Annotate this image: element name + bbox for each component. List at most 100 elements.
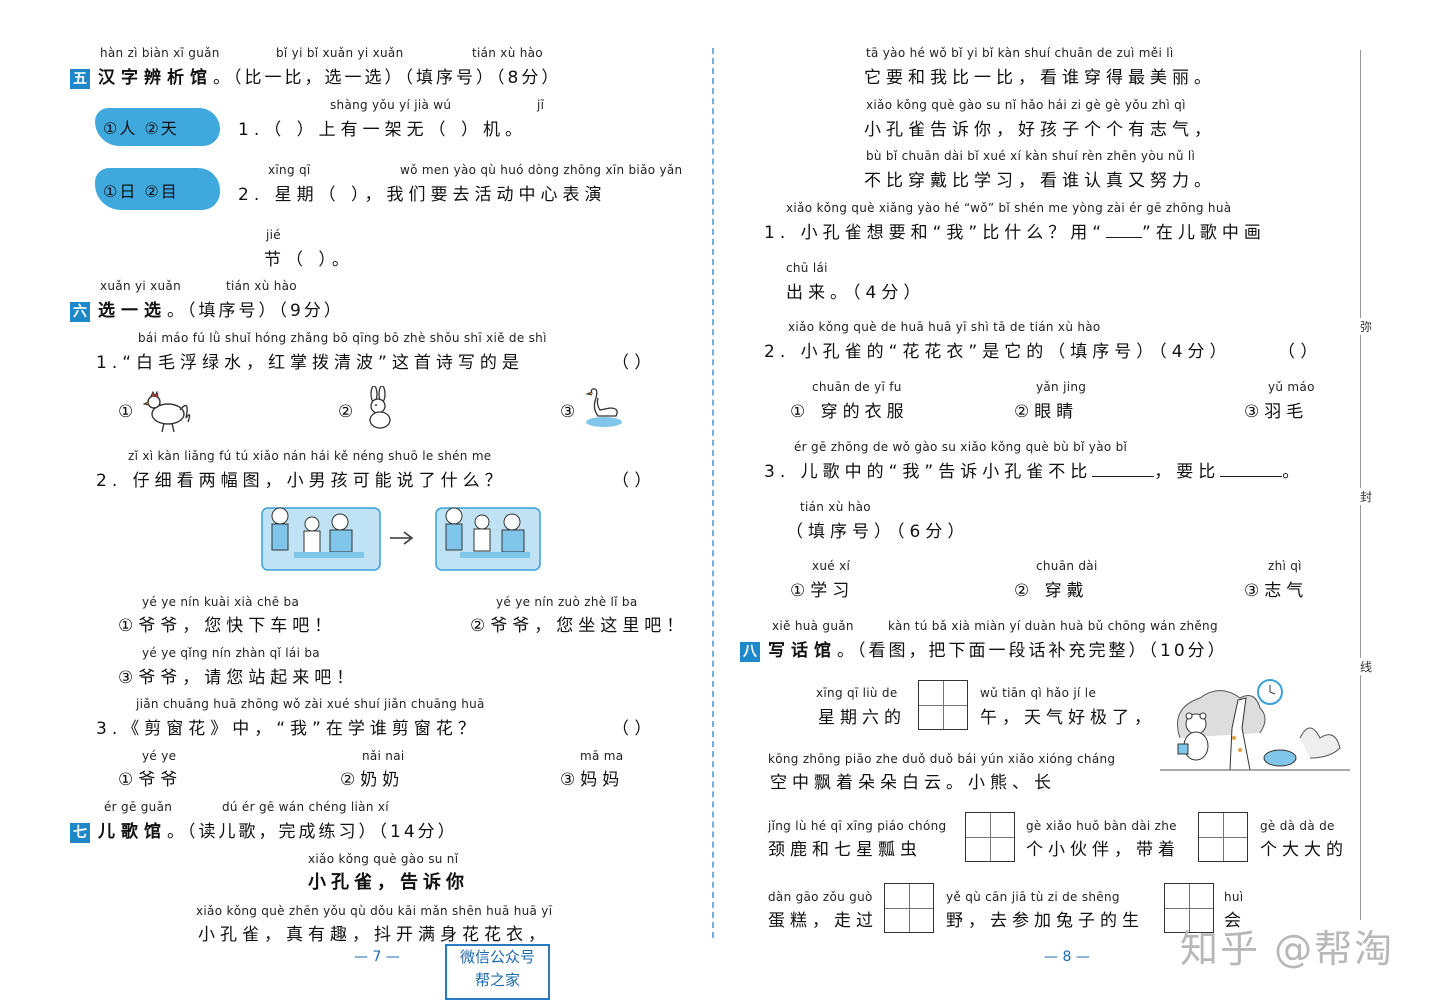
- stamp-line1: 微信公众号: [459, 948, 535, 966]
- r-q2-text: 2. 小孔雀的“花花衣”是它的（填序号）（4分）: [764, 342, 1232, 362]
- section-8-heading: 八写话馆。（看图，把下面一段话补充完整）（10分）: [740, 636, 1228, 662]
- r-q2-opt1-pinyin: chuān de yī fu: [812, 380, 902, 394]
- poem-line4-pinyin: bù bǐ chuān dài bǐ xué xí kàn shuí rèn z…: [866, 149, 1196, 163]
- s6-q2-pinyin: zǐ xì kàn liǎng fú tú xiǎo nán hái kě né…: [128, 449, 492, 463]
- s8-l4-pinyin-3: huì: [1224, 890, 1244, 904]
- section-7-title-pinyin: ér gē guǎn: [104, 800, 173, 814]
- rabbit-icon: [369, 386, 391, 429]
- r-q1c-text: 出来。（4分）: [786, 283, 926, 303]
- section-5-title-pinyin: hàn zì biàn xī guǎn: [100, 46, 220, 60]
- section-8-title: 写话馆: [768, 641, 837, 661]
- section-7-heading: 七儿歌馆。（读儿歌，完成练习）（14分）: [70, 817, 458, 843]
- r-q3-part3: 。: [1282, 462, 1305, 482]
- wechat-stamp: 微信公众号 帮之家: [445, 944, 550, 1000]
- cut-mark-3: 线: [1360, 658, 1373, 675]
- s5-q1-pinyin: shàng yǒu yí jià wú: [330, 98, 452, 112]
- s8-l3-pinyin-2: gè xiǎo huǒ bàn dài zhe: [1026, 819, 1177, 833]
- r-q1-pinyin: xiǎo kǒng què xiǎng yào hé “wǒ” bǐ shén …: [786, 201, 1232, 215]
- s8-l3-pinyin-3: gè dà dà de: [1260, 819, 1335, 833]
- r-q2-opt2-pinyin: yǎn jing: [1036, 380, 1087, 394]
- q1-options: ①人 ②天: [103, 119, 179, 138]
- s5-q2b-pinyin: jié: [266, 228, 281, 242]
- s8-l2-pinyin: kōng zhōng piāo zhe duǒ duǒ bái yún xiǎo…: [768, 752, 1116, 766]
- r-q3-opt2: ② 穿戴: [1014, 581, 1089, 601]
- r-q2-opt2: ②眼睛: [1014, 402, 1079, 422]
- s6-q2-opt3-pinyin: yé ye qǐng nín zhàn qǐ lái ba: [142, 646, 320, 660]
- r-q1-part2: ”在儿歌中画: [1142, 223, 1266, 243]
- s5-q2-pinyin: xīng qī: [268, 163, 311, 177]
- s6-q3-opt2-pinyin: nǎi nai: [362, 749, 405, 763]
- poem-line2-pinyin: tā yào hé wǒ bǐ yi bǐ kàn shuí chuān de …: [866, 46, 1174, 60]
- s6-q1-opt3-label: ③: [560, 402, 581, 422]
- cut-mark-1: 弥: [1360, 318, 1373, 335]
- s8-l1-pinyin: xīng qī liù de: [816, 686, 898, 700]
- cut-mark-2: 封: [1360, 488, 1373, 505]
- s6-q2-opt3: ③爷爷，请您站起来吧！: [118, 668, 359, 688]
- writing-box-3[interactable]: [1198, 812, 1248, 862]
- r-q3-pinyin: ér gē zhōng de wǒ gào su xiǎo kǒng què b…: [794, 440, 1128, 454]
- r-q3-opt3: ③志气: [1244, 581, 1309, 601]
- s5-q2b-text: 节（ ）。: [264, 250, 354, 270]
- s8-l4-pinyin-2: yě qù cān jiā tù zi de shēng: [946, 890, 1120, 904]
- poem-line1: 小孔雀，真有趣，抖开满身花花衣，: [198, 925, 550, 945]
- section-8-instruction: 。（看图，把下面一段话补充完整）（10分）: [837, 641, 1228, 661]
- writing-box-5[interactable]: [1164, 883, 1214, 933]
- s6-q2-opt2: ②爷爷，您坐这里吧！: [470, 616, 689, 636]
- r-q2-pinyin: xiǎo kǒng què de huā huā yī shì tā de ti…: [788, 320, 1101, 334]
- writing-box-1[interactable]: [918, 680, 968, 730]
- s8-l3c: 个大大的: [1260, 840, 1348, 860]
- s8-l4b: 野，去参加兔子的生: [946, 911, 1144, 931]
- writing-box-4[interactable]: [884, 883, 934, 933]
- writing-box-2[interactable]: [965, 812, 1015, 862]
- s6-q3-opt1-pinyin: yé ye: [142, 749, 177, 763]
- section-8-inst-pinyin: kàn tú bǎ xià miàn yí duàn huà bǔ chōng …: [888, 619, 1218, 633]
- s6-q3-answer-paren[interactable]: （ ）: [612, 719, 652, 739]
- s8-l4-pinyin: dàn gāo zǒu guò: [768, 890, 873, 904]
- s6-q1-pinyin: bái máo fú lǜ shuǐ hóng zhǎng bō qīng bō…: [138, 331, 547, 345]
- s5-q1-pinyin-2: jī: [537, 98, 545, 112]
- r-q3-part1: 3. 儿歌中的“我”告诉小孔雀不比: [764, 462, 1093, 482]
- s6-q2-opt1-pinyin: yé ye nín kuài xià chē ba: [142, 595, 300, 609]
- s5-q1-text: 1.（ ）上有一架无（ ）机。: [238, 120, 528, 140]
- s6-q3-pinyin: jiǎn chuāng huā zhōng wǒ zài xué shuí ji…: [136, 697, 485, 711]
- page-number-right: — 8 —: [1044, 949, 1090, 965]
- s8-l1-pinyin-2: wǔ tiān qì hǎo jí le: [980, 686, 1097, 700]
- poem-line3-pinyin: xiǎo kǒng què gào su nǐ hǎo hái zi gè gè…: [866, 98, 1186, 112]
- s6-q3-text: 3.《剪窗花》中，“我”在学谁剪窗花？: [96, 719, 480, 739]
- birthday-party-illustration: [1160, 679, 1350, 771]
- s8-l1a: 星期六的: [818, 708, 906, 728]
- s8-l1b: 午，天气好极了，: [980, 708, 1156, 728]
- section-5-instruction: 。（比一比，选一选）（填序号）（8分）: [213, 68, 562, 88]
- poem-line2: 它要和我比一比，看谁穿得最美丽。: [864, 68, 1216, 88]
- section-6-number: 六: [70, 302, 90, 322]
- s6-q1-answer-paren[interactable]: （ ）: [612, 353, 652, 373]
- s6-q3-opt3: ③妈妈: [560, 770, 625, 790]
- r-q2-answer-paren[interactable]: （ ）: [1278, 342, 1318, 362]
- goose-icon: [585, 388, 622, 427]
- r-q2-opt1: ① 穿的衣服: [790, 402, 909, 422]
- r-q3-blank2[interactable]: [1220, 462, 1283, 477]
- s8-l3b: 个小伙伴，带着: [1026, 840, 1180, 860]
- s8-l4a: 蛋糕，走过: [768, 911, 878, 931]
- s6-q1-opt1-label: ①: [118, 402, 139, 422]
- seal-cut-line: [1360, 50, 1361, 920]
- section-6-title-pinyin: xuǎn yi xuǎn: [100, 279, 181, 293]
- r-q1c-pinyin: chū lái: [786, 261, 828, 275]
- r-q3-opt1: ①学习: [790, 581, 855, 601]
- s6-q3-opt2: ②奶奶: [340, 770, 405, 790]
- section-6-title: 选一选: [98, 301, 167, 321]
- s8-l4c: 会: [1224, 911, 1246, 931]
- poem-line1-pinyin: xiǎo kǒng què zhēn yǒu qù dǒu kāi mǎn sh…: [196, 904, 553, 918]
- poem-title: 小孔雀，告诉你: [308, 872, 469, 893]
- r-q3-blank1[interactable]: [1092, 462, 1155, 477]
- s5-q2-text: 2. 星期（ ），我们要去活动中心表演: [238, 185, 607, 205]
- section-6-instruction: 。（填序号）（9分）: [167, 301, 344, 321]
- r-q3-opt1-pinyin: xué xí: [812, 559, 851, 573]
- s6-q2-opt2-pinyin: yé ye nín zuò zhè lǐ ba: [496, 595, 638, 609]
- r-q3d-pinyin: tián xù hào: [800, 500, 871, 514]
- s8-l3-pinyin: jǐng lù hé qī xīng piáo chóng: [768, 819, 947, 833]
- r-q3-opt2-pinyin: chuān dài: [1036, 559, 1098, 573]
- section-6-heading: 六选一选。（填序号）（9分）: [70, 296, 344, 322]
- r-q3-part2: ，要比: [1154, 462, 1221, 482]
- s6-q2-answer-paren[interactable]: （ ）: [612, 471, 652, 491]
